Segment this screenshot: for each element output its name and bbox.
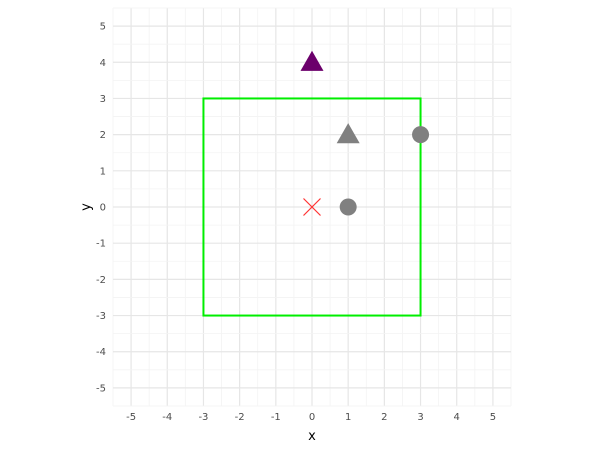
y-tick-label: 5 [100, 22, 106, 33]
y-tick-label: 1 [100, 166, 106, 177]
x-tick-label: -1 [271, 412, 281, 423]
point-circle [339, 198, 357, 216]
x-tick-label: -5 [126, 412, 136, 423]
point-cross [303, 198, 321, 216]
x-tick-labels: -5 -4 -3 -2 -1 0 1 2 3 4 5 [126, 412, 496, 423]
point-triangle [300, 50, 324, 71]
point-circle [412, 126, 430, 144]
y-tick-label: -4 [96, 347, 106, 358]
y-tick-label: 3 [100, 94, 106, 105]
y-axis-title: y [79, 203, 94, 211]
x-axis-title: x [308, 429, 316, 444]
x-tick-label: 3 [417, 412, 423, 423]
x-tick-label: 2 [381, 412, 387, 423]
x-tick-label: 4 [454, 412, 460, 423]
y-tick-label: -3 [96, 311, 106, 322]
x-tick-label: 0 [309, 412, 315, 423]
data-points [300, 50, 430, 216]
x-tick-label: -3 [198, 412, 208, 423]
y-tick-label: 0 [100, 203, 106, 214]
y-tick-label: -1 [96, 239, 106, 250]
x-tick-label: -2 [235, 412, 245, 423]
y-tick-labels: -5 -4 -3 -2 -1 0 1 2 3 4 5 [96, 22, 106, 395]
square-outline [202, 97, 422, 317]
y-tick-label: 4 [100, 58, 106, 69]
plot-shapes [202, 97, 422, 317]
y-tick-label: 2 [100, 130, 106, 141]
x-tick-label: 5 [490, 412, 496, 423]
y-tick-label: -2 [96, 275, 106, 286]
y-tick-label: -5 [96, 383, 106, 394]
point-triangle [336, 123, 360, 144]
x-tick-label: -4 [162, 412, 172, 423]
x-tick-label: 1 [345, 412, 351, 423]
